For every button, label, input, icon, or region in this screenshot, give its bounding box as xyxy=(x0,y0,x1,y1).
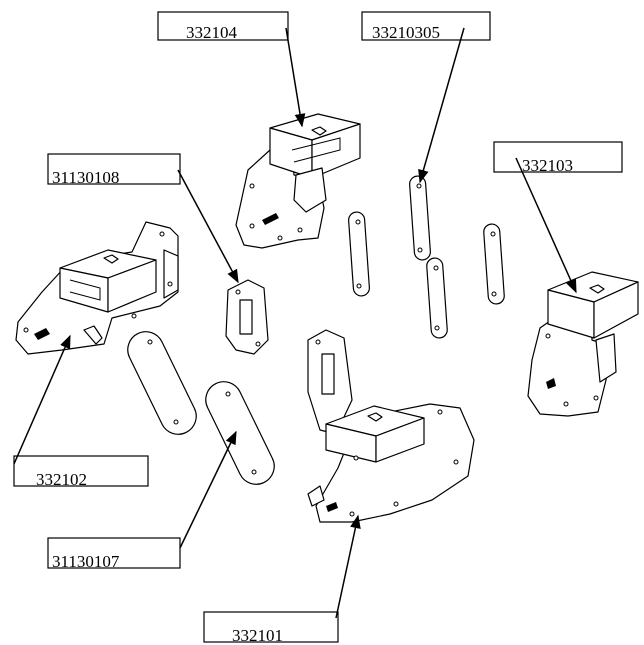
callout-332104: 332104 xyxy=(157,11,306,128)
callout-33210305: 33210305 xyxy=(361,11,491,184)
bracket-part-332103 xyxy=(527,271,639,417)
label-33210305: 33210305 xyxy=(372,23,440,42)
link-plates-33210305 xyxy=(348,175,505,339)
label-31130107: 31130107 xyxy=(52,552,120,571)
callout-332102: 332102 xyxy=(13,334,149,489)
label-332104: 332104 xyxy=(186,23,238,42)
bracket-part-332104 xyxy=(235,113,361,249)
slotted-plates-31130108 xyxy=(225,279,353,435)
label-332102: 332102 xyxy=(36,470,87,489)
label-332103: 332103 xyxy=(522,156,573,175)
label-332101: 332101 xyxy=(232,626,283,645)
callout-31130107: 31130107 xyxy=(47,430,237,571)
bracket-part-332101 xyxy=(307,403,475,523)
callout-332101: 332101 xyxy=(203,514,361,645)
callout-31130108: 31130108 xyxy=(47,153,239,284)
label-31130108: 31130108 xyxy=(52,168,119,187)
callout-332103: 332103 xyxy=(493,141,623,294)
bracket-part-332102 xyxy=(15,221,179,355)
oval-plates-31130107 xyxy=(127,331,275,485)
